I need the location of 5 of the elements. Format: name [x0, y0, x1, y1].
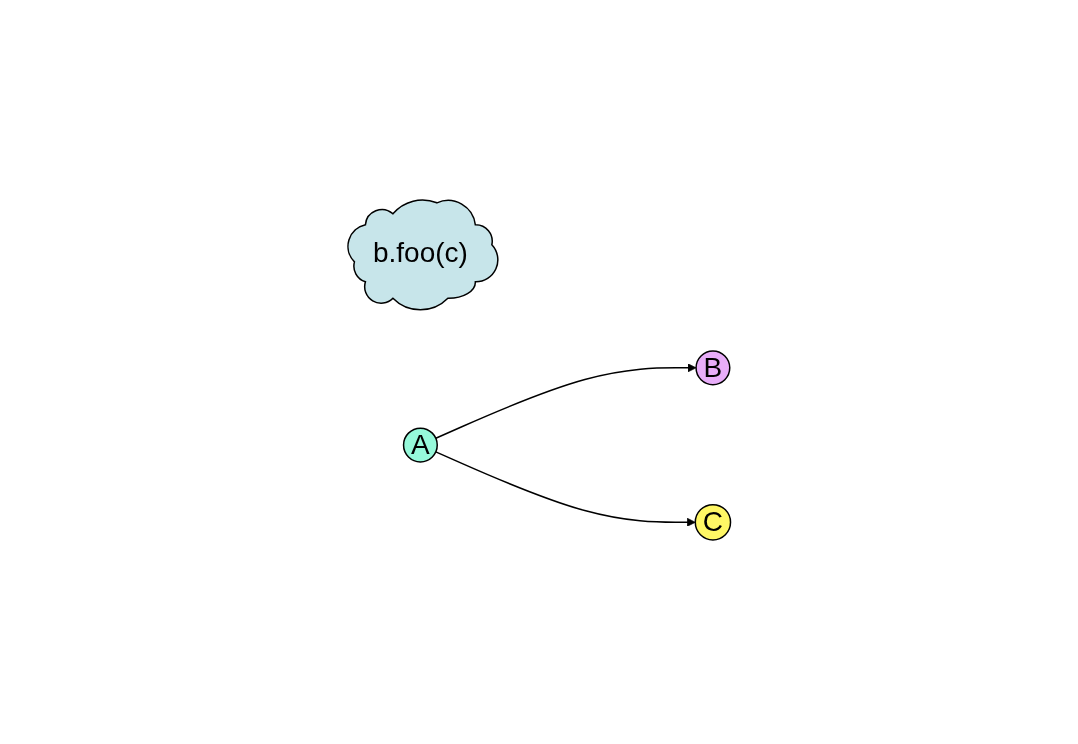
arrow — [434, 363, 697, 440]
node-circle: A — [402, 427, 438, 463]
arrow — [434, 451, 696, 528]
node-circle: B — [695, 350, 731, 386]
node-circle: C — [694, 504, 731, 541]
